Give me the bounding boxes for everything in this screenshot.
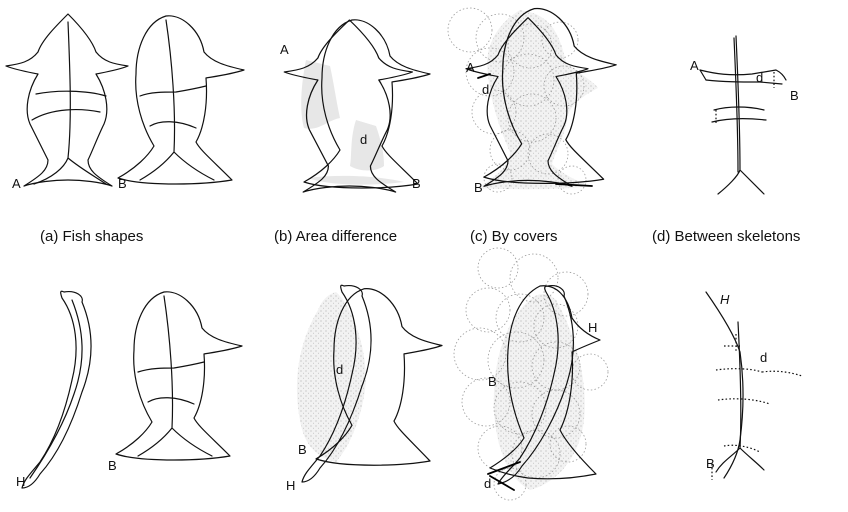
caption-area-difference: (b) Area difference [274, 228, 397, 245]
label-b-fish-b: B [118, 176, 127, 191]
label-h-fish-h: H [16, 474, 25, 489]
label-h-skeleton-row2: H [720, 292, 730, 307]
label-h-area-row2: H [286, 478, 295, 493]
label-d-cover-row2: d [484, 476, 491, 491]
label-d-skeleton-row2: d [760, 350, 767, 365]
label-b-area-row2: B [298, 442, 307, 457]
skeleton-distance-overlay-row2 [706, 292, 802, 480]
label-h-cover-row2: H [588, 320, 597, 335]
label-a-cover: A [466, 60, 475, 75]
fish-h-shape [22, 291, 91, 488]
cover-circles-overlay [448, 8, 616, 194]
skeleton-distance-overlay [700, 36, 786, 194]
label-d-area: d [360, 132, 367, 147]
label-b-skeleton: B [790, 88, 799, 103]
label-b-area: B [412, 176, 421, 191]
fish-b-shape [118, 16, 244, 184]
label-a-area: A [280, 42, 289, 57]
label-d-skeleton: d [756, 70, 763, 85]
fish-a-shape [6, 14, 128, 186]
label-d-cover: d [482, 82, 489, 97]
label-b-cover-row2: B [488, 374, 497, 389]
fish-b-shape-row2 [116, 292, 242, 460]
label-b-fish-b-row2: B [108, 458, 117, 473]
caption-between-skeletons: (d) Between skeletons [652, 228, 800, 245]
label-b-cover: B [474, 180, 483, 195]
area-difference-overlay-row2 [297, 285, 442, 482]
label-a-skeleton: A [690, 58, 699, 73]
label-d-area-row2: d [336, 362, 343, 377]
cover-circles-overlay-row2 [454, 248, 608, 500]
label-a-fish-a: A [12, 176, 21, 191]
caption-fish-shapes: (a) Fish shapes [40, 228, 143, 245]
area-difference-overlay [284, 20, 430, 192]
caption-by-covers: (c) By covers [470, 228, 558, 245]
label-b-skeleton-row2: B [706, 456, 715, 471]
